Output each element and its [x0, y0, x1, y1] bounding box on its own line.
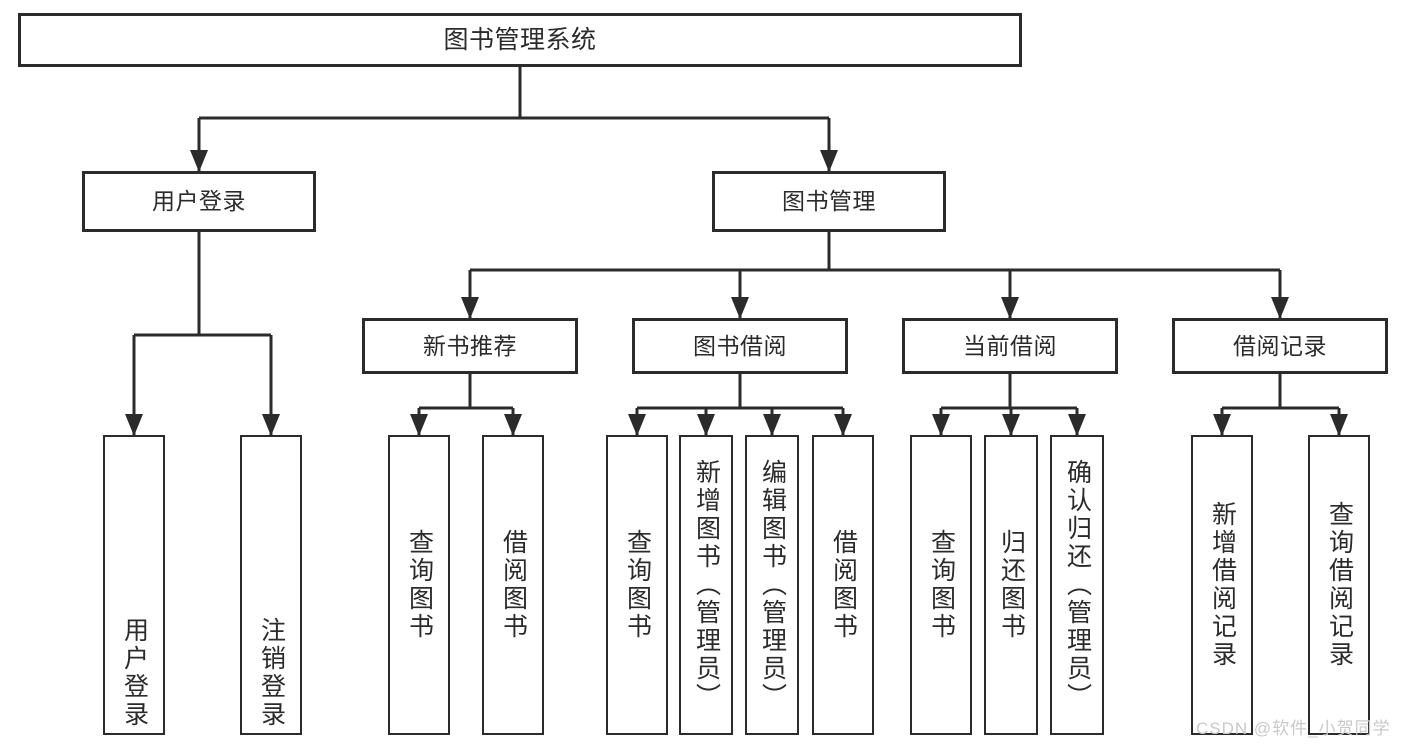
node-label: 查询图书 [623, 529, 652, 641]
node-label: 新增借阅记录 [1208, 501, 1237, 669]
node-l9[interactable]: 查询图书 [910, 435, 972, 735]
node-label: 确认归还（管理员） [1063, 459, 1092, 711]
node-label: 借阅图书 [829, 529, 858, 641]
node-l3[interactable]: 查询图书 [388, 435, 450, 735]
node-l8[interactable]: 借阅图书 [812, 435, 874, 735]
node-label: 查询图书 [405, 529, 434, 641]
node-label: 用户登录 [120, 617, 149, 729]
node-label: 查询图书 [927, 529, 956, 641]
node-label: 编辑图书（管理员） [758, 459, 787, 711]
watermark-text: CSDN @软件_小贺同学 [1196, 719, 1391, 738]
node-l2[interactable]: 注销登录 [240, 435, 302, 735]
node-label: 用户登录 [152, 188, 246, 215]
node-label: 新书推荐 [423, 332, 517, 359]
node-label: 借阅记录 [1233, 332, 1327, 359]
node-l6[interactable]: 新增图书（管理员） [679, 435, 733, 735]
node-bookmgmt[interactable]: 图书管理 [712, 171, 946, 232]
node-label: 图书管理 [782, 188, 876, 215]
node-label: 注销登录 [257, 617, 286, 729]
node-label: 借阅图书 [499, 529, 528, 641]
node-records[interactable]: 借阅记录 [1172, 318, 1388, 374]
node-current[interactable]: 当前借阅 [902, 318, 1118, 374]
node-label: 查询借阅记录 [1325, 501, 1354, 669]
node-label: 新增图书（管理员） [692, 459, 721, 711]
node-l13[interactable]: 查询借阅记录 [1308, 435, 1370, 735]
node-l5[interactable]: 查询图书 [606, 435, 668, 735]
node-l11[interactable]: 确认归还（管理员） [1050, 435, 1104, 735]
node-l7[interactable]: 编辑图书（管理员） [745, 435, 799, 735]
node-login[interactable]: 用户登录 [82, 171, 316, 232]
node-l12[interactable]: 新增借阅记录 [1191, 435, 1253, 735]
node-l4[interactable]: 借阅图书 [482, 435, 544, 735]
node-label: 图书管理系统 [443, 25, 597, 54]
node-root[interactable]: 图书管理系统 [18, 13, 1022, 67]
node-label: 归还图书 [997, 529, 1026, 641]
node-label: 当前借阅 [963, 332, 1057, 359]
node-label: 图书借阅 [693, 332, 787, 359]
node-borrow[interactable]: 图书借阅 [632, 318, 848, 374]
node-l1[interactable]: 用户登录 [103, 435, 165, 735]
node-newbook[interactable]: 新书推荐 [362, 318, 578, 374]
node-l10[interactable]: 归还图书 [984, 435, 1038, 735]
